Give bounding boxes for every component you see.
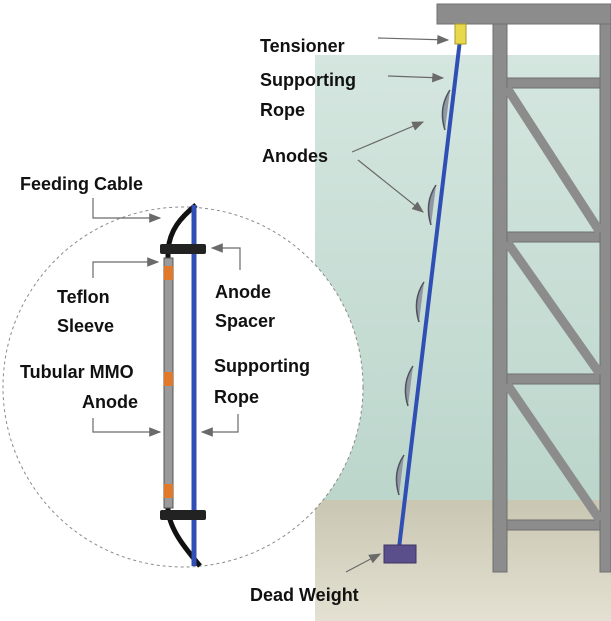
tensioner-arrow (377, 34, 450, 45)
anode-2 (427, 184, 437, 226)
teflon-arrow (92, 257, 160, 278)
label-supporting-rope-top-2: Rope (260, 100, 305, 120)
anode-3 (415, 281, 425, 323)
label-teflon-1: Teflon (57, 287, 110, 307)
teflon-sleeve-3 (164, 484, 173, 498)
spacer-arrow (210, 243, 241, 270)
structure-diagonal-2 (503, 239, 604, 377)
detail-rope-arrow (200, 414, 239, 437)
structure-leg-left (492, 23, 508, 573)
label-tubular-2: Anode (82, 392, 138, 412)
supporting-rope (397, 39, 462, 549)
feeding-cable-arrow (92, 198, 162, 223)
structure-brace-2 (506, 231, 601, 243)
offshore-structure (436, 3, 611, 573)
label-supporting-rope-detail-1: Supporting (214, 356, 310, 376)
tensioner (454, 23, 467, 45)
anodes-arrow-1 (351, 121, 425, 153)
seabed-region (315, 500, 611, 621)
structure-diagonal-3 (503, 381, 604, 523)
structure-leg-right (599, 23, 611, 573)
detail-view-circle (2, 206, 364, 568)
structure-diagonal-1 (503, 85, 604, 235)
anode-spacer-top (160, 244, 206, 254)
water-region (315, 55, 611, 500)
anode-4 (404, 365, 414, 407)
structure-brace-3 (506, 373, 601, 385)
label-tensioner: Tensioner (260, 36, 345, 56)
teflon-sleeve-1 (164, 266, 173, 280)
structure-brace-4 (506, 519, 601, 531)
rope-arrow (387, 72, 445, 83)
label-anode-spacer-1: Anode (215, 282, 271, 302)
label-supporting-rope-detail-2: Rope (214, 387, 259, 407)
label-anodes: Anodes (262, 146, 328, 166)
leader-arrows (92, 34, 450, 573)
label-teflon-2: Sleeve (57, 316, 114, 336)
anode-string (395, 89, 451, 496)
dead-weight-arrow (345, 553, 382, 573)
anode-spacer-bottom (160, 510, 206, 520)
label-supporting-rope-top-1: Supporting (260, 70, 356, 90)
teflon-sleeve-2 (164, 372, 173, 386)
anode-5 (395, 454, 405, 496)
platform-deck (436, 3, 611, 25)
tubular-arrow (92, 418, 162, 437)
dead-weight (383, 544, 417, 564)
anode-1 (441, 89, 451, 131)
detail-assembly (160, 203, 206, 568)
label-anode-spacer-2: Spacer (215, 311, 275, 331)
label-feeding-cable: Feeding Cable (20, 174, 143, 194)
label-tubular-1: Tubular MMO (20, 362, 134, 382)
label-dead-weight: Dead Weight (250, 585, 359, 605)
anodes-arrow-2 (357, 159, 424, 213)
structure-brace-1 (506, 77, 601, 89)
